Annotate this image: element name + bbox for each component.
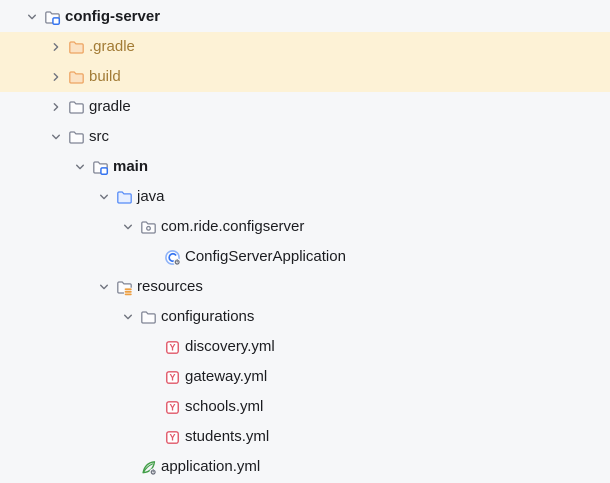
folder-icon — [140, 309, 157, 326]
tree-item-label: resources — [137, 278, 203, 295]
folder-icon — [68, 99, 85, 116]
chevron-down-icon[interactable] — [120, 309, 136, 325]
svg-text:Y: Y — [169, 432, 175, 442]
tree-row-configurations[interactable]: configurations — [0, 302, 610, 332]
tree-item-label: main — [113, 158, 149, 175]
chevron-spacer — [144, 369, 160, 385]
yaml-file-icon: Y — [164, 369, 181, 386]
tree-item-label: discovery.yml — [185, 338, 275, 355]
tree-item-label: com.ride.configserver — [161, 218, 305, 235]
tree-item-label: application.yml — [161, 458, 261, 475]
tree-row-configserverapplication[interactable]: ConfigServerApplication — [0, 242, 610, 272]
folder-icon — [68, 129, 85, 146]
chevron-down-icon[interactable] — [24, 9, 40, 25]
tree-row-build[interactable]: build — [0, 62, 610, 92]
tree-item-label: java — [137, 188, 165, 205]
tree-row-java[interactable]: java — [0, 182, 610, 212]
chevron-right-icon[interactable] — [48, 39, 64, 55]
chevron-down-icon[interactable] — [96, 279, 112, 295]
excluded-folder-icon — [68, 69, 85, 86]
chevron-spacer — [144, 429, 160, 445]
tree-item-label: configurations — [161, 308, 255, 325]
chevron-down-icon[interactable] — [120, 219, 136, 235]
chevron-right-icon[interactable] — [48, 69, 64, 85]
tree-item-label: config-server — [65, 8, 161, 25]
tree-item-label: gateway.yml — [185, 368, 268, 385]
tree-item-label: students.yml — [185, 428, 270, 445]
chevron-down-icon[interactable] — [96, 189, 112, 205]
svg-text:Y: Y — [169, 402, 175, 412]
tree-row-main[interactable]: main — [0, 152, 610, 182]
module-folder-icon — [44, 9, 61, 26]
tree-row-src[interactable]: src — [0, 122, 610, 152]
tree-item-label: gradle — [89, 98, 131, 115]
yaml-file-icon: Y — [164, 429, 181, 446]
tree-row-resources[interactable]: resources — [0, 272, 610, 302]
svg-text:Y: Y — [169, 372, 175, 382]
tree-row--gradle[interactable]: .gradle — [0, 32, 610, 62]
excluded-folder-icon — [68, 39, 85, 56]
tree-row-gradle[interactable]: gradle — [0, 92, 610, 122]
yaml-file-icon: Y — [164, 399, 181, 416]
source-folder-icon — [116, 189, 133, 206]
yaml-file-icon: Y — [164, 339, 181, 356]
chevron-spacer — [144, 399, 160, 415]
chevron-down-icon[interactable] — [48, 129, 64, 145]
module-folder-icon — [92, 159, 109, 176]
chevron-spacer — [144, 339, 160, 355]
tree-row-application-yml[interactable]: application.yml — [0, 452, 610, 482]
spring-application-class-icon — [164, 249, 181, 266]
chevron-down-icon[interactable] — [72, 159, 88, 175]
chevron-right-icon[interactable] — [48, 99, 64, 115]
tree-item-label: src — [89, 128, 109, 145]
tree-item-label: .gradle — [89, 38, 135, 55]
svg-text:Y: Y — [169, 342, 175, 352]
spring-config-file-icon — [140, 459, 157, 476]
tree-item-label: schools.yml — [185, 398, 264, 415]
resources-folder-icon — [116, 279, 133, 296]
package-icon — [140, 219, 157, 236]
chevron-spacer — [120, 459, 136, 475]
tree-row-com-ride-configserver[interactable]: com.ride.configserver — [0, 212, 610, 242]
tree-row-config-server[interactable]: config-server — [0, 2, 610, 32]
chevron-spacer — [144, 249, 160, 265]
tree-item-label: build — [89, 68, 121, 85]
tree-item-label: ConfigServerApplication — [185, 248, 346, 265]
